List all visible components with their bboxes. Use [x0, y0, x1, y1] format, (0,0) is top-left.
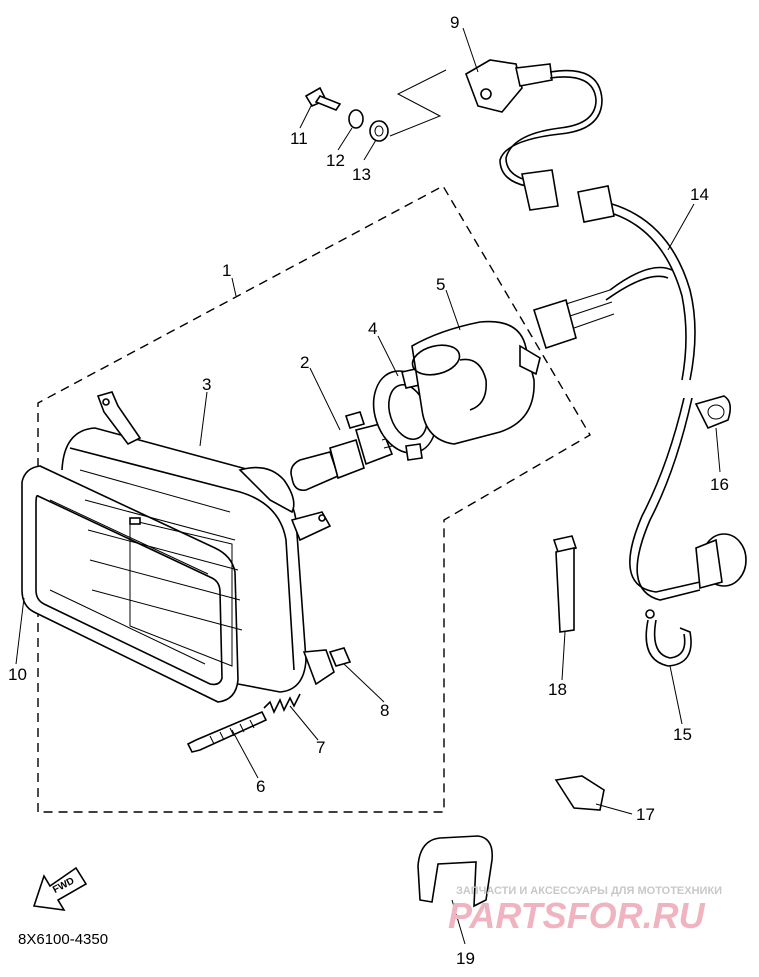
drawing-code: 8X6100-4350: [18, 931, 108, 948]
label-15: 15: [673, 725, 692, 744]
leader-lines: [15, 27, 721, 945]
label-12: 12: [326, 151, 345, 170]
band: [552, 535, 578, 633]
label-3: 3: [202, 375, 211, 394]
screw: [304, 86, 342, 111]
label-6: 6: [256, 777, 265, 796]
label-11: 11: [290, 129, 308, 148]
washer-12: [348, 109, 364, 129]
clip: [694, 395, 732, 430]
label-9: 9: [450, 13, 459, 32]
dimmer-switch: [465, 59, 603, 211]
label-4: 4: [368, 319, 377, 338]
bulb-cover: [411, 320, 541, 445]
label-16: 16: [710, 475, 729, 494]
label-2: 2: [300, 353, 309, 372]
label-13: 13: [352, 165, 371, 184]
nut-13: [369, 120, 389, 142]
label-5: 5: [436, 275, 445, 294]
label-1: 1: [222, 261, 231, 280]
label-18: 18: [548, 680, 567, 699]
bracket: [417, 835, 494, 908]
part-labels: 1 2 3 4 5 6 7 8 9 10 11 12 13 14 15 16 1…: [8, 13, 729, 968]
headlight-housing: [61, 391, 335, 693]
label-17: 17: [636, 805, 655, 824]
label-8: 8: [380, 701, 389, 720]
label-19: 19: [456, 949, 475, 968]
fwd-arrow-icon: FWD: [32, 866, 88, 912]
wire-clamp: [645, 609, 692, 667]
watermark-brand: PARTSFOR.RU: [448, 895, 706, 936]
spring: [263, 693, 301, 714]
clip-17: [554, 775, 605, 811]
label-7: 7: [316, 738, 325, 757]
watermark-top-text: ЗАПЧАСТИ И АКСЕССУАРЫ ДЛЯ МОТОТЕХНИКИ: [456, 885, 722, 897]
watermark: ЗАПЧАСТИ И АКСЕССУАРЫ ДЛЯ МОТОТЕХНИКИ PA…: [448, 885, 722, 936]
adjusting-bolt: [186, 710, 268, 753]
assembly-boundary: [37, 185, 591, 813]
label-14: 14: [690, 185, 709, 204]
label-10: 10: [8, 665, 27, 684]
nut: [328, 647, 352, 667]
lead-wire: [532, 185, 747, 601]
